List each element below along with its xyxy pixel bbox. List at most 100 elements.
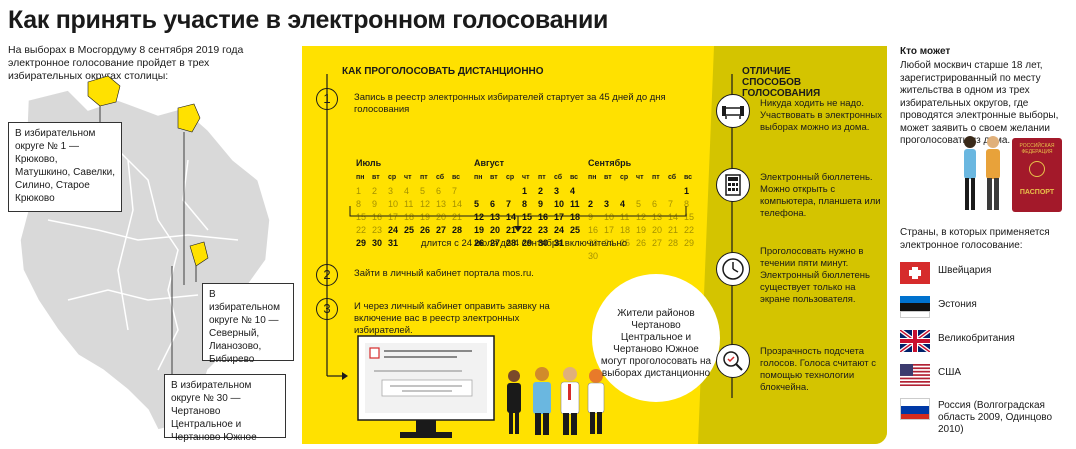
calendar-day: 6	[436, 186, 442, 196]
calendar-day: 4	[404, 186, 410, 196]
calendar-day: 25	[404, 225, 415, 235]
calendar-month-label: Июль	[356, 158, 382, 168]
sofa-icon	[716, 94, 750, 128]
calendar-day: 22	[684, 225, 695, 235]
duration-text: длится с 24 июля до 4 сентября включител…	[420, 238, 628, 249]
calendar-day: 16	[588, 225, 599, 235]
who-can-heading: Кто может	[900, 46, 951, 57]
calendar-day: 28	[506, 238, 517, 248]
weekday-label: пт	[420, 174, 428, 181]
calendar-day: 26	[636, 238, 647, 248]
country-row: США	[900, 364, 1076, 394]
district-10-callout: В избирательном округе № 10 — Северный, …	[202, 283, 294, 365]
calendar-day: 8	[684, 199, 690, 209]
differences-heading: Отличие способов голосования	[742, 66, 821, 99]
calendar-day: 1	[522, 186, 528, 196]
weekday-label: вс	[684, 174, 693, 181]
calendar-day: 2	[588, 199, 594, 209]
calendar-day: 30	[588, 251, 599, 261]
calendar-day: 22	[356, 225, 367, 235]
weekday-label: сб	[436, 174, 445, 181]
calendar-day: 19	[636, 225, 647, 235]
calendar-day: 17	[604, 225, 615, 235]
calendar-day: 16	[538, 212, 549, 222]
calendar-day: 21	[506, 225, 517, 235]
weekday-label: сб	[554, 174, 563, 181]
calendar-day: 13	[490, 212, 501, 222]
calendar-blank	[506, 185, 522, 197]
district-1-area	[87, 75, 121, 107]
magnifier-icon	[716, 344, 750, 378]
district-30-callout: В избирательном округе № 30 — Чертаново …	[164, 374, 286, 443]
calendar-blank	[668, 185, 684, 197]
estonia-flag-icon	[900, 296, 930, 318]
calendar-day: 31	[388, 238, 399, 248]
weekday-label: пн	[474, 174, 483, 181]
calendar-day: 26	[474, 238, 485, 248]
calendar-day: 17	[554, 212, 565, 222]
step-2-number: 2	[316, 264, 338, 286]
calendar-day: 12	[636, 212, 647, 222]
calendar-day: 12	[474, 212, 485, 222]
calendar-day: 18	[620, 225, 631, 235]
calendar-day: 8	[522, 199, 528, 209]
clock-icon	[716, 252, 750, 286]
calendar-day: 9	[372, 199, 378, 209]
calendar-day: 18	[404, 212, 415, 222]
calendar-day: 11	[620, 212, 630, 222]
calendar-day: 6	[490, 199, 496, 209]
calendar-blank	[588, 185, 604, 197]
calendar-day: 24	[554, 225, 565, 235]
calendar-day: 25	[620, 238, 631, 248]
calendar-day: 7	[668, 199, 674, 209]
calendar-day: 21	[452, 212, 463, 222]
calendar-day: 9	[538, 199, 544, 209]
calendar-day: 12	[420, 199, 431, 209]
people-illustration	[507, 367, 605, 435]
passport-label: ПАСПОРТ	[1019, 189, 1055, 196]
difference-item-4: Прозрачность подсчета голосов. Голоса сч…	[760, 346, 877, 393]
voters-illustration	[964, 136, 1000, 210]
calendar-day: 14	[668, 212, 679, 222]
calendar-day: 5	[420, 186, 426, 196]
residents-note: Жители районов Чертаново Центральное и Ч…	[592, 274, 720, 402]
calendar-day: 29	[684, 238, 695, 248]
weekday-label: пт	[538, 174, 546, 181]
calendar-blank	[604, 185, 620, 197]
calendar-day: 2	[372, 186, 378, 196]
calendar-day: 27	[436, 225, 447, 235]
country-name: Эстония	[938, 299, 977, 310]
calendar-day: 26	[420, 225, 431, 235]
calendar-day: 24	[604, 238, 615, 248]
country-row: Великобритания	[900, 330, 1076, 360]
calendar-day: 7	[506, 199, 512, 209]
calendar-day: 27	[490, 238, 501, 248]
weekday-label: пн	[356, 174, 365, 181]
calendar-day: 17	[388, 212, 399, 222]
calendar-day: 13	[436, 199, 447, 209]
calendar-day: 3	[388, 186, 394, 196]
calendar-day: 4	[620, 199, 626, 209]
page-title: Как принять участие в электронном голосо…	[8, 6, 609, 34]
passport-icon: РОССИЙСКАЯ ФЕДЕРАЦИЯ ПАСПОРТ	[1012, 138, 1062, 212]
country-row: Россия (Волгоградская область 2009, Один…	[900, 398, 1076, 444]
passport-top-label: РОССИЙСКАЯ ФЕДЕРАЦИЯ	[1019, 143, 1055, 155]
weekday-label: пн	[588, 174, 597, 181]
step-3-number: 3	[316, 298, 338, 320]
calendar-day: 2	[538, 186, 544, 196]
calendar-day: 11	[570, 199, 580, 209]
calendar-day: 10	[554, 199, 565, 209]
usa-flag-icon	[900, 364, 930, 386]
how-to-heading: Как проголосовать дистанционно	[342, 66, 544, 77]
calendar-day: 6	[652, 199, 658, 209]
weekday-label: вт	[490, 174, 498, 181]
calendar-day: 23	[372, 225, 383, 235]
calendar-day: 30	[372, 238, 383, 248]
calendar-day: 29	[356, 238, 367, 248]
calendar-day: 20	[490, 225, 501, 235]
